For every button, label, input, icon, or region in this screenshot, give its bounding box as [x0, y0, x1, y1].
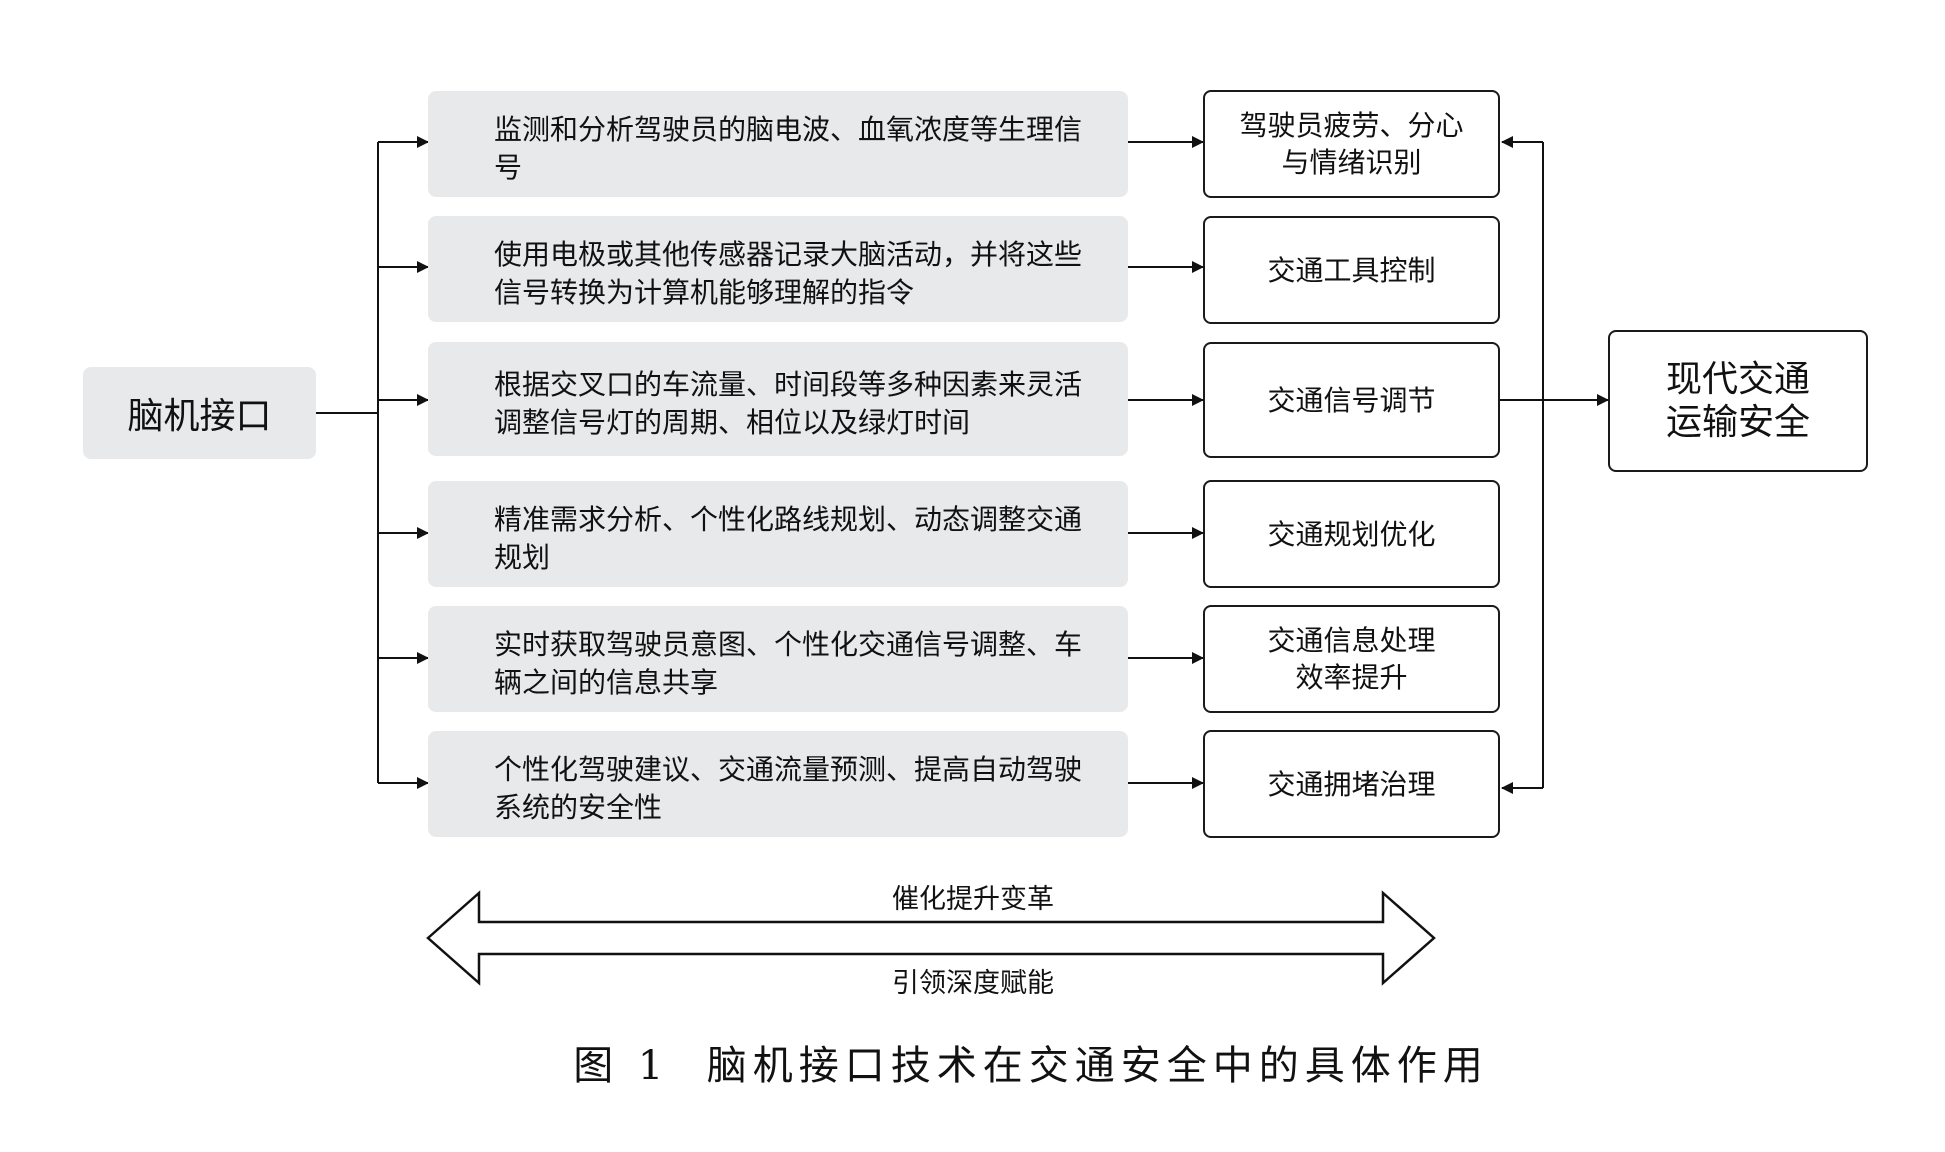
outcome-box-4: 交通规划优化: [1203, 480, 1500, 588]
desc-box-6: 个性化驾驶建议、交通流量预测、提高自动驾驶系统的安全性: [428, 731, 1128, 837]
desc-box-2: 使用电极或其他传感器记录大脑活动，并将这些信号转换为计算机能够理解的指令: [428, 216, 1128, 322]
desc-box-1: 监测和分析驾驶员的脑电波、血氧浓度等生理信号: [428, 91, 1128, 197]
outcome-box-6: 交通拥堵治理: [1203, 730, 1500, 838]
outcome-box-1: 驾驶员疲劳、分心 与情绪识别: [1203, 90, 1500, 198]
outcome-box-3: 交通信号调节: [1203, 342, 1500, 458]
desc-box-3: 根据交叉口的车流量、时间段等多种因素来灵活调整信号灯的周期、相位以及绿灯时间: [428, 342, 1128, 456]
desc-box-5: 实时获取驾驶员意图、个性化交通信号调整、车辆之间的信息共享: [428, 606, 1128, 712]
desc-box-4: 精准需求分析、个性化路线规划、动态调整交通规划: [428, 481, 1128, 587]
double-arrow-bottom-label: 引领深度赋能: [892, 968, 1054, 999]
double-arrow-top-label: 催化提升变革: [892, 884, 1054, 915]
figure-caption: 图 1 脑机接口技术在交通安全中的具体作用: [573, 1043, 1489, 1089]
outcome-box-2: 交通工具控制: [1203, 216, 1500, 324]
double-arrow-shape: [426, 890, 1436, 986]
outcome-box-5: 交通信息处理 效率提升: [1203, 605, 1500, 713]
target-node-transport-safety: 现代交通 运输安全: [1608, 330, 1868, 472]
source-node-brain-computer-interface: 脑机接口: [83, 367, 316, 459]
